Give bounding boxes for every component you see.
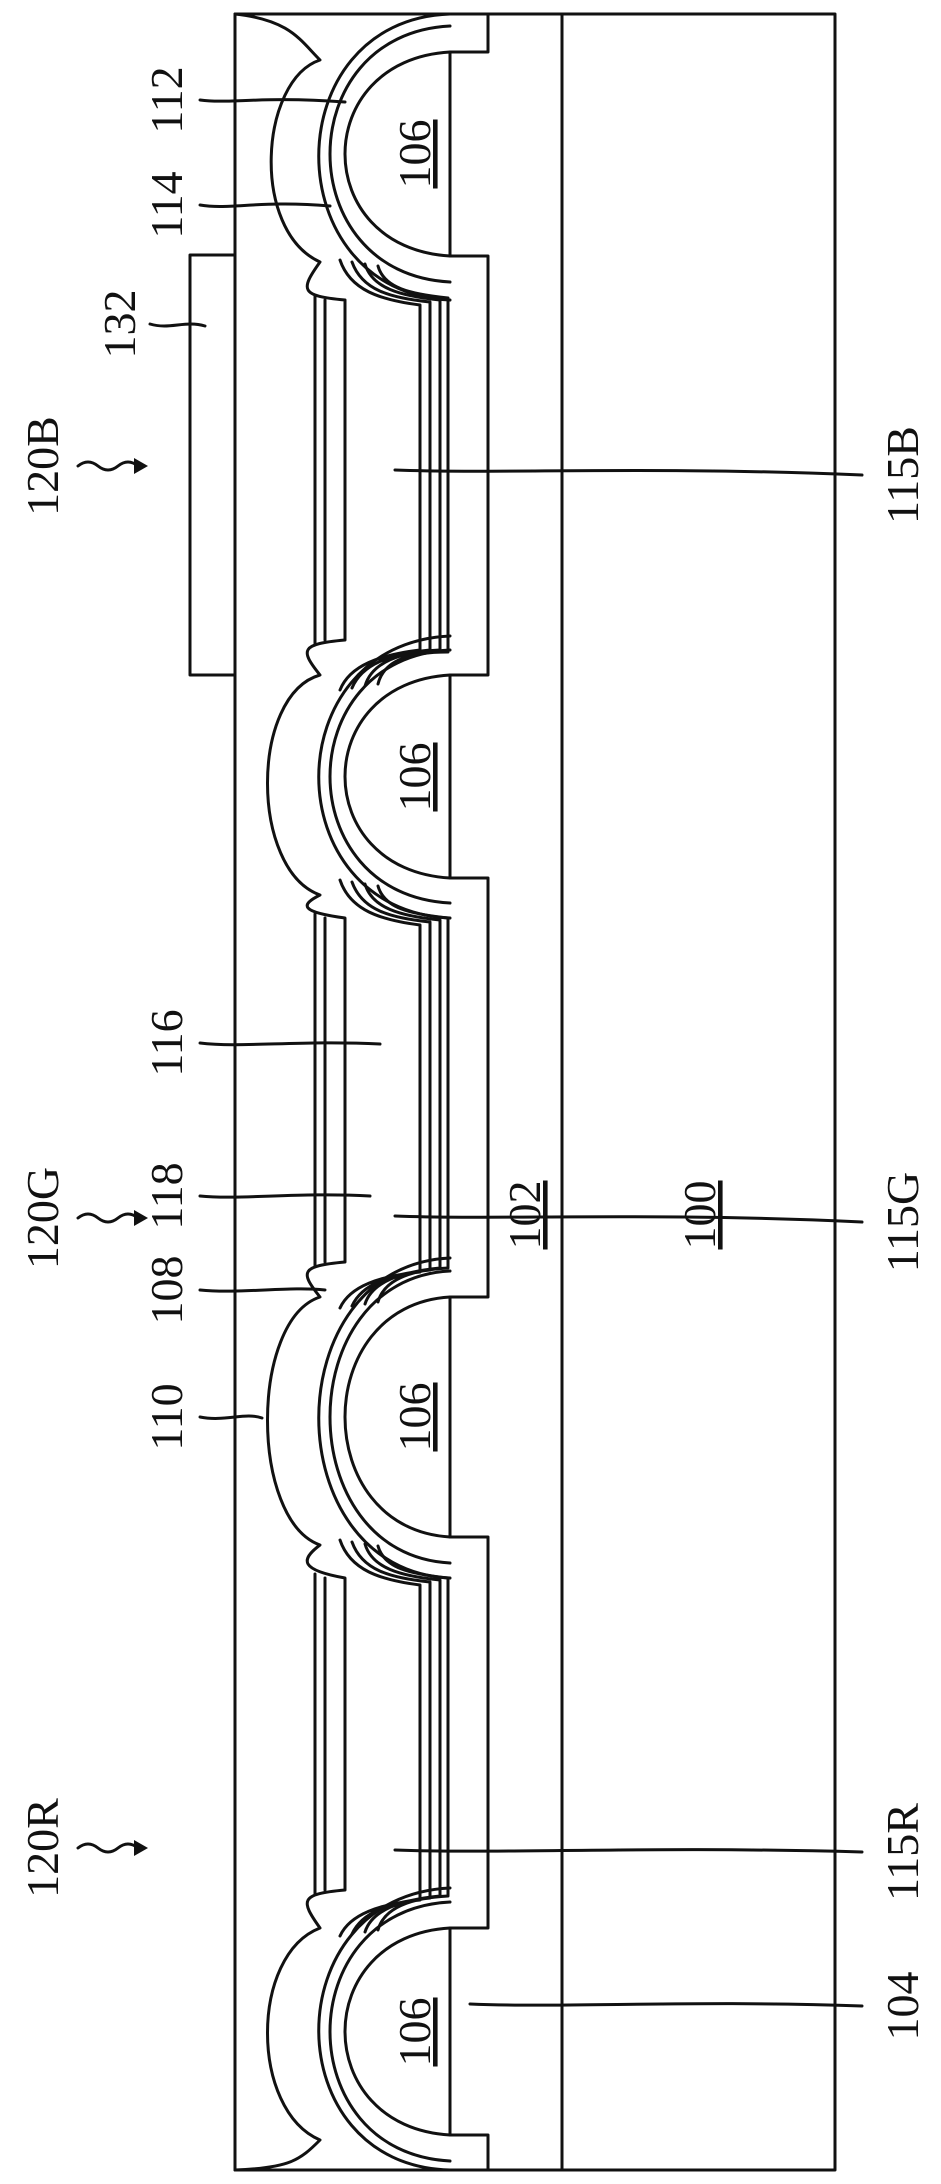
top-lens-110 [233,12,347,2172]
label-120R: 120R [17,1798,68,1898]
label-120G: 120G [17,1167,68,1269]
leader-116 [198,1041,382,1047]
leader-104 [468,2002,864,2008]
label-120B: 120B [17,416,68,516]
label-100: 100 [674,1181,725,1250]
label-106: 106 [389,743,440,812]
leader-115B [393,468,864,477]
lens-106-dome [343,1926,452,2137]
label-115G: 115G [877,1172,928,1273]
label-108: 108 [141,1256,192,1325]
leader-118 [198,1193,372,1199]
leader-115R [393,1848,864,1854]
arrow-120R [76,1842,140,1854]
label-132: 132 [94,290,145,359]
leader-132 [148,322,207,328]
label-106: 106 [389,1998,440,2067]
layer-104-blocks [448,12,490,2172]
label-115R: 115R [877,1803,928,1901]
label-112: 112 [141,66,192,133]
leader-114 [198,202,332,208]
arrow-120G [76,1212,140,1224]
element-132 [188,253,237,677]
device-outline [233,12,837,2172]
leader-110 [198,1414,264,1420]
arrowhead-120G [134,1210,148,1226]
arrowhead-120B [134,458,148,474]
label-104: 104 [877,1972,928,2041]
leader-115G [393,1214,864,1224]
coating-layer [317,12,452,2172]
lens-106-dome [343,1295,452,1539]
coating-layer [328,24,452,2163]
layer-116-118 [313,294,327,1896]
label-118: 118 [141,1162,192,1229]
arrowhead-120R [134,1840,148,1856]
label-114: 114 [141,171,192,238]
arrow-120B [76,460,140,472]
label-110: 110 [141,1383,192,1450]
label-115B: 115B [877,426,928,524]
label-106: 106 [389,1383,440,1452]
leader-112 [198,98,347,104]
label-106: 106 [389,120,440,189]
label-102: 102 [499,1181,550,1250]
lens-106-dome [343,673,452,880]
leader-108 [198,1287,327,1293]
lens-106-dome [343,50,452,258]
label-116: 116 [141,1009,192,1076]
filter-layers-115 [338,258,450,1938]
